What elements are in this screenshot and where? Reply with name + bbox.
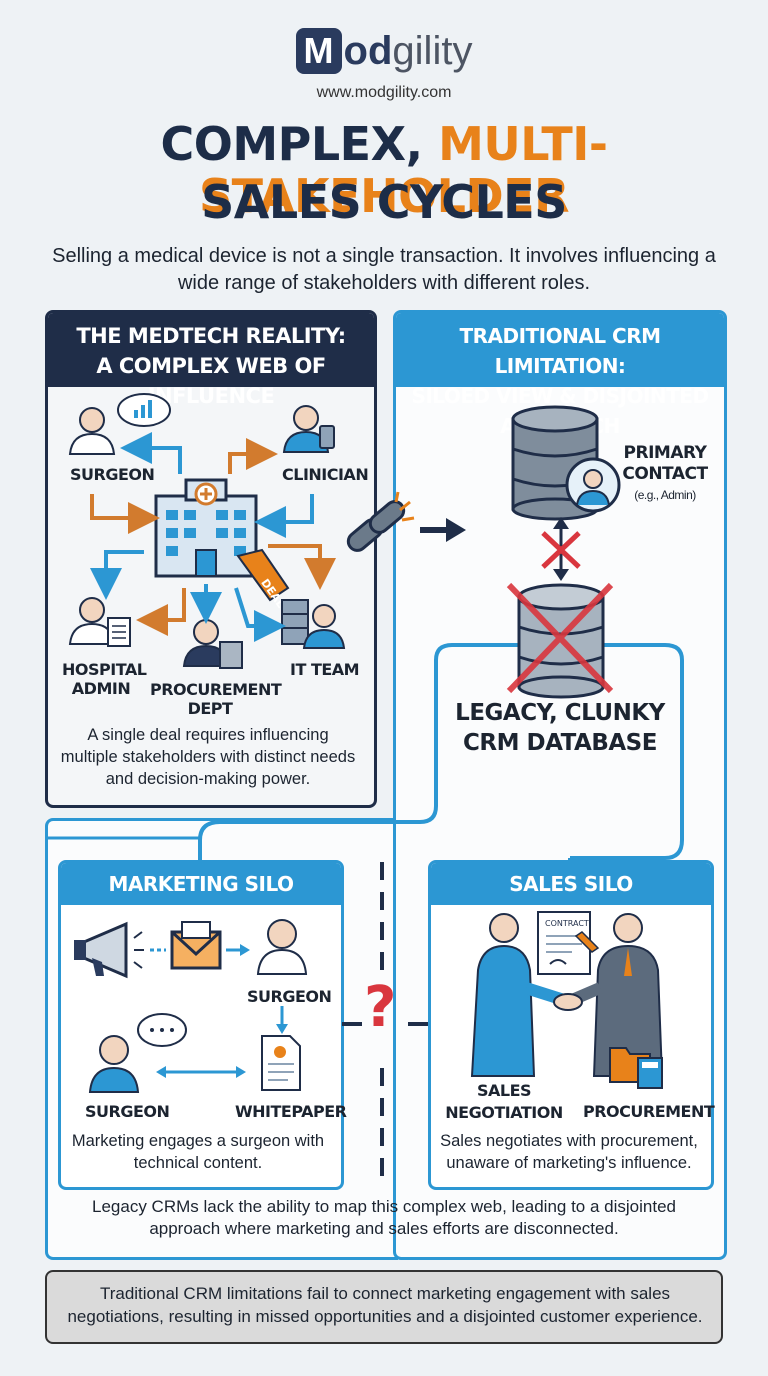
legacy-crm-line2: CRM DATABASE (463, 730, 657, 756)
primary-contact-label: PRIMARY CONTACT (e.g., Admin) (610, 443, 720, 506)
deal-tag-icon: DEAL (236, 548, 290, 610)
contract-document-icon: CONTRACT (537, 911, 600, 975)
chat-bubble-icon (137, 1013, 187, 1047)
stakeholder-procurement-label: PROCUREMENT DEPT (150, 680, 282, 718)
handshake-icon (553, 993, 583, 1011)
hospital-icon (154, 478, 258, 578)
medtech-heading-line1: THE MEDTECH REALITY: (76, 324, 346, 348)
web-of-influence-description: A single deal requires influencing multi… (60, 726, 356, 788)
document-icon (261, 1035, 301, 1091)
whitepaper-label: WHITEPAPER (235, 1102, 347, 1121)
medtech-reality-heading: THE MEDTECH REALITY: A COMPLEX WEB OF IN… (48, 313, 374, 408)
medtech-heading-line2: A COMPLEX WEB OF INFLUENCE (96, 354, 326, 408)
hospital-admin-line1: HOSPITAL (62, 660, 147, 679)
title-part2: MULTI-STAKEHOLDER (198, 117, 608, 223)
web-of-influence-diagram: DEAL (68, 393, 346, 669)
primary-contact-avatar (565, 457, 621, 513)
marketing-surgeon-bottom-label: SURGEON (85, 1102, 170, 1121)
marketing-silo-diagram (74, 919, 308, 1093)
sales-silo-diagram: CONTRACT (470, 911, 664, 1089)
cross-out-icon (506, 582, 614, 694)
website-url[interactable]: www.modgility.com (316, 84, 452, 101)
sales-negotiation-label: SALES NEGOTIATION (445, 1080, 563, 1124)
contract-label: CONTRACT (545, 919, 589, 928)
broken-chain-icon (346, 491, 466, 552)
salesperson-icon (470, 913, 566, 1077)
stakeholder-clinician-label: CLINICIAN (282, 465, 369, 484)
megaphone-icon (74, 921, 128, 979)
envelope-icon (170, 921, 222, 970)
brand-logo: M od gility (0, 28, 768, 74)
title-part1: COMPLEX, (160, 117, 439, 171)
chat-bubble-icon (117, 393, 171, 427)
procurement-line2: DEPT (187, 699, 233, 718)
legacy-crm-line1: LEGACY, CLUNKY (455, 700, 665, 726)
it-team-person-icon (281, 599, 346, 649)
question-mark: ? (364, 975, 396, 1040)
legacy-crm-note: Legacy CRMs lack the ability to map this… (92, 1197, 676, 1238)
stakeholder-surgeon-label: SURGEON (70, 465, 155, 484)
footer-text: Traditional CRM limitations fail to conn… (67, 1284, 703, 1326)
marketing-silo-panel: MARKETING SILO (58, 860, 344, 1190)
surgeon-person-icon (256, 919, 308, 975)
sales-negotiation-line1: SALES (476, 1081, 532, 1100)
subtitle: Selling a medical device is not a single… (52, 245, 716, 294)
footer-box (45, 1270, 723, 1344)
marketing-surgeon-top-label: SURGEON (247, 987, 332, 1006)
silo-divider (342, 862, 428, 1184)
logo-mark: M (295, 28, 342, 74)
primary-contact-line1: PRIMARY (623, 443, 707, 463)
sales-negotiation-line2: NEGOTIATION (445, 1103, 563, 1122)
procurement-label: PROCUREMENT (583, 1102, 715, 1121)
stakeholder-hospital-admin-label: HOSPITAL ADMIN (62, 660, 147, 698)
procurement-line1: PROCUREMENT (150, 680, 282, 699)
marketing-silo-heading: MARKETING SILO (61, 863, 341, 905)
surgeon-person-icon (68, 407, 116, 455)
marketing-silo-description: Marketing engages a surgeon with technic… (71, 1132, 325, 1172)
clinician-person-icon (282, 405, 335, 453)
procurement-person-icon (182, 619, 243, 669)
crm-heading-line1: TRADITIONAL CRM LIMITATION: (459, 324, 661, 378)
logo-od: od (343, 28, 393, 73)
primary-contact-note: (e.g., Admin) (634, 488, 696, 502)
page-title-line1: COMPLEX, MULTI-STAKEHOLDER (0, 118, 768, 222)
hospital-admin-person-icon (68, 597, 131, 647)
logo-rest: gility (392, 28, 473, 73)
calculator-icon (637, 1057, 663, 1089)
crm-database-diagram (506, 405, 621, 699)
legacy-crm-label: LEGACY, CLUNKY CRM DATABASE (450, 698, 670, 758)
hospital-admin-line2: ADMIN (71, 679, 131, 698)
sales-silo-description: Sales negotiates with procurement, unawa… (440, 1132, 698, 1172)
stakeholder-it-team-label: IT TEAM (290, 660, 360, 679)
sales-silo-heading: SALES SILO (431, 863, 711, 905)
primary-contact-line2: CONTACT (622, 464, 708, 484)
surgeon-person-icon-2 (88, 1035, 140, 1093)
page-title-line2: SALES CYCLES (201, 175, 567, 229)
